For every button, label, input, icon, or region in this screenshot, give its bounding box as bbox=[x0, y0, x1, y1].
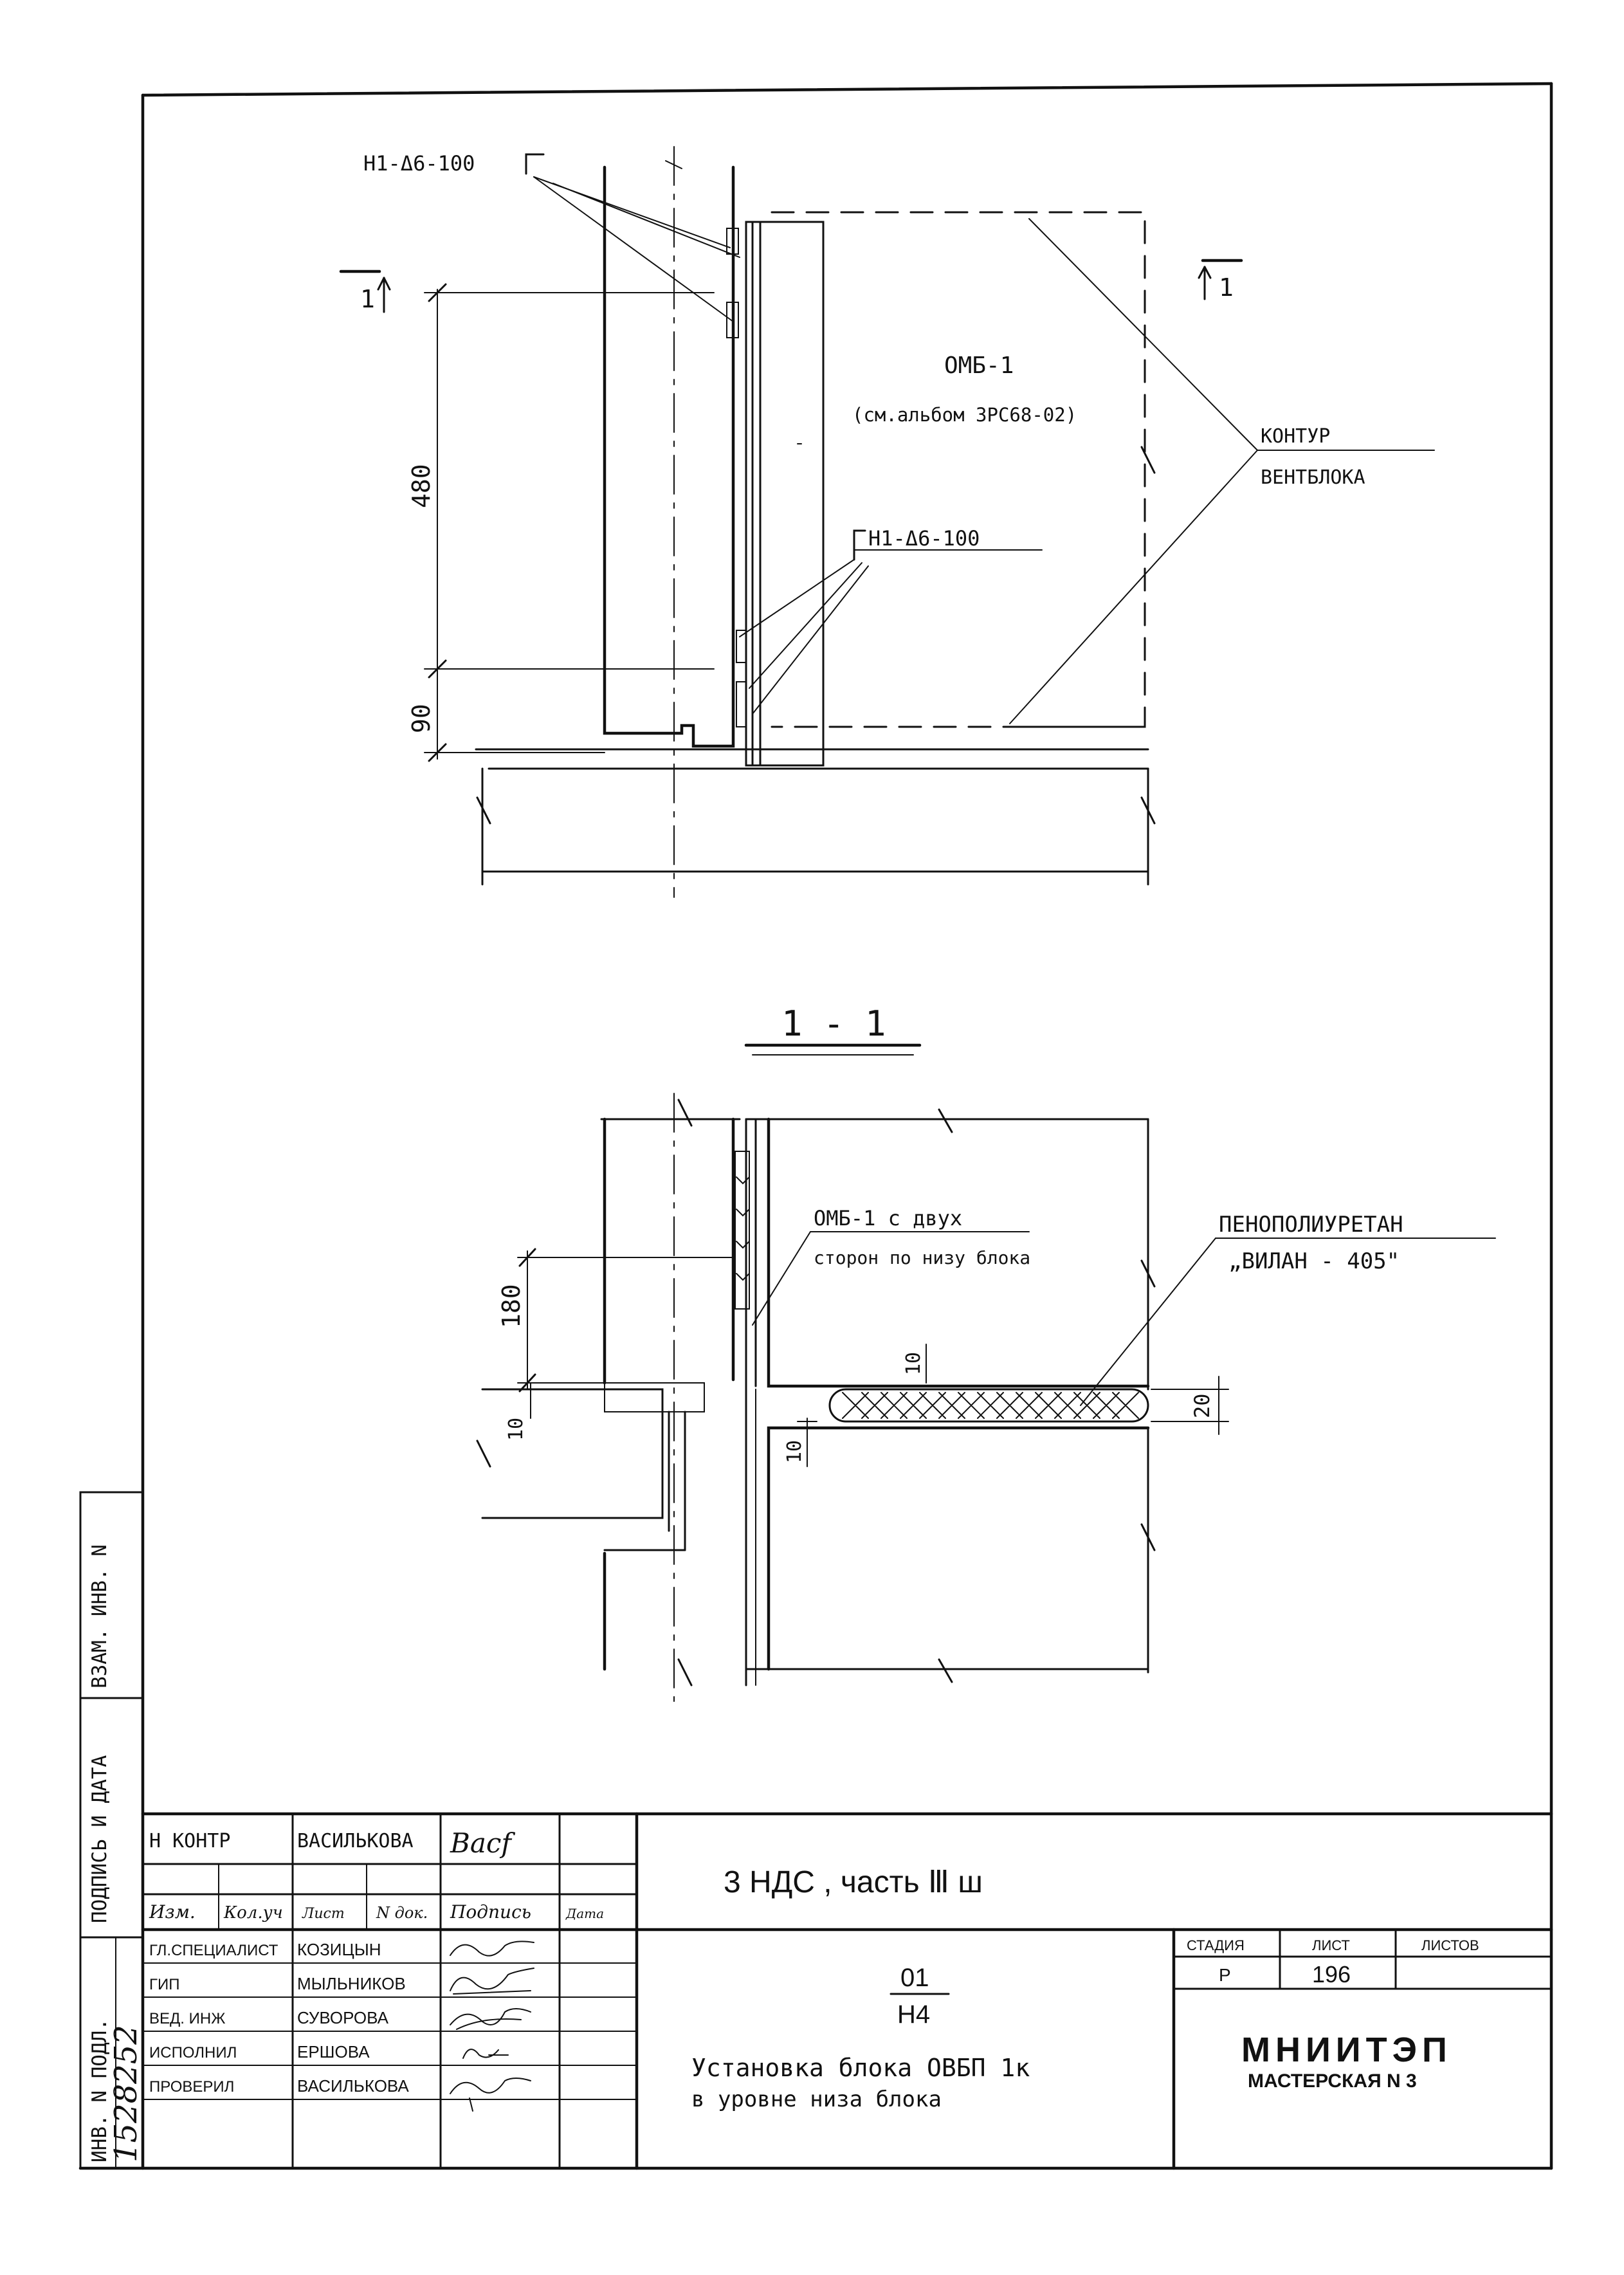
name-3: ЕРШОВА bbox=[297, 2042, 370, 2061]
foam-strip bbox=[828, 1388, 1149, 1423]
mark-top: 01 bbox=[900, 1964, 929, 1992]
dim-10-top-label: 10 bbox=[902, 1352, 925, 1375]
vent-block-panel bbox=[745, 221, 825, 767]
head-ndok: N док. bbox=[376, 1904, 428, 1922]
name-1: МЫЛЬНИКОВ bbox=[297, 1974, 406, 1993]
section-omb-line1: ОМБ-1 с двух bbox=[814, 1206, 962, 1230]
name-0: КОЗИЦЫН bbox=[297, 1940, 381, 1959]
org-workshop: МАСТЕРСКАЯ N 3 bbox=[1248, 2070, 1417, 2092]
description-line2: в уровне низа блока bbox=[691, 2087, 942, 2112]
side-stamp-vzam: ВЗАМ. ИНВ. N bbox=[88, 1544, 111, 1688]
contour-label-line1: КОНТУР bbox=[1261, 425, 1330, 448]
top-view: 480 90 1 1 Н1-Δ6-100 Н1-Δ6-100 ОМБ-1 (см… bbox=[339, 146, 1435, 898]
callout-top-label: Н1-Δ6-100 bbox=[363, 151, 475, 176]
stage-label: СТАДИЯ bbox=[1187, 1937, 1245, 1953]
role-1: ГИП bbox=[149, 1976, 180, 1993]
nkontr-name: ВАСИЛЬКОВА bbox=[297, 1830, 414, 1852]
sheet-value: 196 bbox=[1312, 1961, 1351, 1987]
side-stamp-inv-number: 1528252 bbox=[108, 2025, 144, 2162]
mark-bottom: Н4 bbox=[897, 2000, 930, 2029]
section-title: 1 - 1 bbox=[744, 1003, 922, 1055]
head-koluch: Кол.уч bbox=[223, 1903, 283, 1923]
doc-code: 3 НДС , часть Ⅲ ш bbox=[724, 1865, 983, 1899]
section-mark-left-number: 1 bbox=[360, 285, 375, 313]
foam-label-line1: ПЕНОПОЛИУРЕТАН bbox=[1219, 1212, 1403, 1238]
section-view: 180 10 10 10 20 ОМБ-1 с двух сторон по н… bbox=[476, 1093, 1496, 1702]
lower-block bbox=[767, 1426, 1150, 1671]
org-name: МНИИТЭП bbox=[1241, 2031, 1452, 2069]
dim-90-label: 90 bbox=[407, 704, 435, 733]
role-4: ПРОВЕРИЛ bbox=[149, 2078, 234, 2096]
nkontr-role: Н КОНТР bbox=[149, 1830, 230, 1852]
role-3: ИСПОЛНИЛ bbox=[149, 2044, 237, 2061]
section-title-text: 1 - 1 bbox=[781, 1003, 886, 1044]
sheet-frame bbox=[78, 82, 1553, 2170]
side-stamp-podpis: ПОДПИСЬ И ДАТА bbox=[88, 1755, 111, 1923]
nkontr-signature: Васf bbox=[450, 1827, 515, 1859]
role-0: ГЛ.СПЕЦИАЛИСТ bbox=[149, 1942, 278, 1959]
album-ref-label: (см.альбом 3РС68-02) bbox=[852, 404, 1077, 426]
contour-label-line2: ВЕНТБЛОКА bbox=[1261, 466, 1365, 489]
vent-block-contour-top bbox=[771, 211, 1146, 728]
dim-10-bottom-label: 10 bbox=[783, 1440, 806, 1463]
dim-180-label: 180 bbox=[497, 1284, 525, 1328]
upper-block bbox=[767, 1117, 1150, 1388]
foam-label-line2: „ВИЛАН - 405" bbox=[1228, 1248, 1400, 1274]
dim-20-label: 20 bbox=[1190, 1393, 1214, 1418]
omb-strip bbox=[734, 1151, 750, 1310]
head-podpis: Подпись bbox=[450, 1901, 531, 1923]
head-izm: Изм. bbox=[149, 1901, 196, 1923]
section-mark-right-number: 1 bbox=[1219, 273, 1234, 302]
wall-outline-top bbox=[603, 165, 735, 748]
name-4: ВАСИЛЬКОВА bbox=[297, 2076, 409, 2096]
stage-value: Р bbox=[1219, 1965, 1231, 1985]
concrete-slab-layer bbox=[604, 1382, 705, 1412]
head-data: Дата bbox=[565, 1906, 604, 1921]
dim-480-label: 480 bbox=[407, 464, 435, 508]
signatures bbox=[450, 1941, 534, 2112]
dim-10-left-label: 10 bbox=[505, 1418, 527, 1441]
sheets-label: ЛИСТОВ bbox=[1421, 1937, 1479, 1953]
section-omb-line2: сторон по низу блока bbox=[814, 1247, 1030, 1268]
side-stamp-inv-podl: ИНВ. N ПОДЛ. bbox=[88, 2018, 111, 2162]
side-stamp: ВЗАМ. ИНВ. N ПОДПИСЬ И ДАТА ИНВ. N ПОДЛ.… bbox=[79, 1491, 144, 2170]
description-line1: Установка блока ОВБП 1к bbox=[691, 2054, 1030, 2082]
role-2: ВЕД. ИНЖ bbox=[149, 2010, 225, 2027]
omb-label: ОМБ-1 bbox=[944, 352, 1014, 379]
sheet-label: ЛИСТ bbox=[1312, 1937, 1350, 1953]
title-block: Н КОНТР ВАСИЛЬКОВА Васf Изм. Кол.уч Лист… bbox=[141, 1812, 1553, 2170]
head-list: Лист bbox=[302, 1906, 345, 1922]
callout-mid-label: Н1-Δ6-100 bbox=[868, 526, 980, 551]
name-2: СУВОРОВА bbox=[297, 2008, 389, 2027]
